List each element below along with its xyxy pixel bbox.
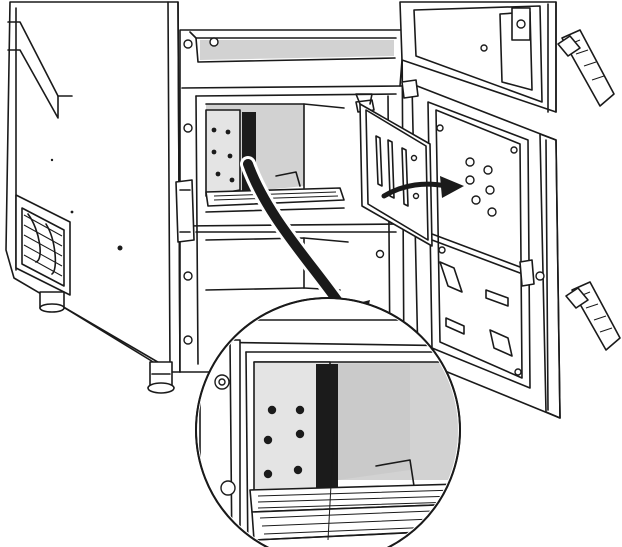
adjustable-foot [39,291,175,394]
baffle-plate [355,93,433,247]
upper-door [399,1,557,113]
boiler-body [5,1,181,373]
detail-magnifier [195,297,461,547]
side-vent [15,194,71,296]
door-swing-arrow [381,176,464,199]
door-handle-upper [557,29,615,107]
lower-door [355,79,561,419]
door-handle-lower [565,281,621,351]
